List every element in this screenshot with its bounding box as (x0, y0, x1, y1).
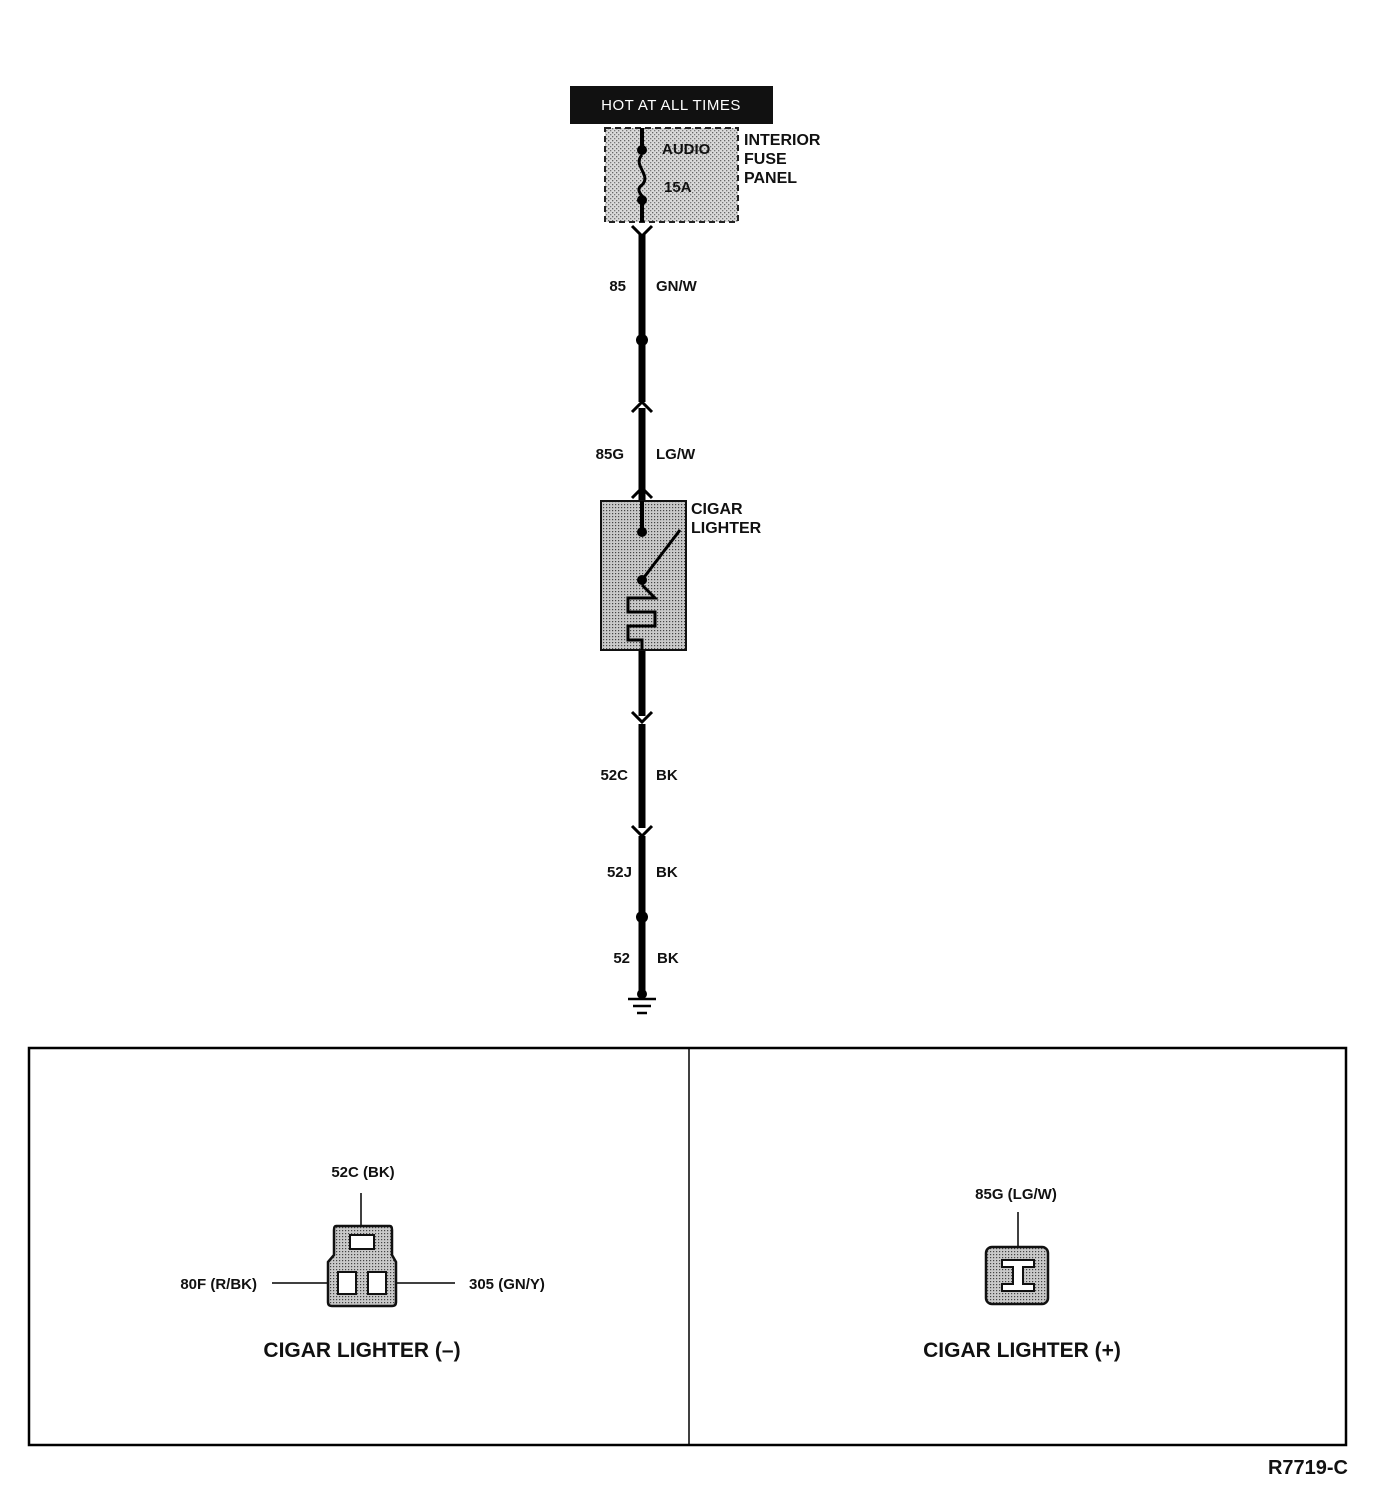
wire-color: BK (656, 864, 678, 881)
wire-color: LG/W (656, 446, 696, 463)
connector-views-panel (27, 1046, 1348, 1447)
fuse-icon (637, 128, 647, 222)
wire-circuit: 52C (600, 767, 628, 784)
svg-text:PANEL: PANEL (744, 170, 797, 187)
svg-text:FUSE: FUSE (744, 151, 787, 168)
connector-view-negative: 52C (BK) 80F (R/BK) 305 (GN/Y) CIGAR LIG… (180, 1164, 545, 1362)
connector-icon (630, 224, 654, 839)
fuse-name: AUDIO (662, 141, 711, 158)
svg-text:LIGHTER: LIGHTER (691, 520, 762, 537)
pin-label-left: 80F (R/BK) (180, 1276, 257, 1293)
wire-color: GN/W (656, 278, 698, 295)
connector-title: CIGAR LIGHTER (+) (923, 1339, 1121, 1362)
figure-id: R7719-C (1268, 1457, 1348, 1479)
svg-text:HOT AT ALL TIMES: HOT AT ALL TIMES (601, 97, 741, 114)
ground-icon (628, 989, 656, 1015)
heating-element-icon (626, 583, 659, 650)
svg-text:CIGAR: CIGAR (691, 501, 743, 518)
connector-title: CIGAR LIGHTER (–) (263, 1339, 460, 1362)
switch-icon (637, 501, 682, 585)
cigar-lighter-component (600, 500, 687, 651)
connector-view-positive: 85G (LG/W) CIGAR LIGHTER (+) (923, 1186, 1121, 1362)
pin-label-right: 305 (GN/Y) (469, 1276, 545, 1293)
wire-color: BK (657, 950, 679, 967)
fuse-panel-label: INTERIOR FUSE PANEL (744, 132, 821, 187)
connector-icon (984, 1245, 1050, 1306)
wire-color: BK (656, 767, 678, 784)
fuse-rating: 15A (664, 179, 692, 196)
splice-icon (636, 334, 648, 346)
hot-at-all-times-banner: HOT AT ALL TIMES (570, 86, 773, 124)
wire-circuit: 85G (596, 446, 624, 463)
wire-circuit: 52 (613, 950, 630, 967)
splice-icon (636, 911, 648, 923)
wire-circuit: 52J (607, 864, 632, 881)
interior-fuse-panel: AUDIO 15A (604, 127, 739, 223)
svg-text:INTERIOR: INTERIOR (744, 132, 821, 149)
wire-labels: 85 GN/W 85G LG/W 52C BK 52J BK 52 BK (596, 278, 698, 967)
connector-icon (326, 1224, 398, 1308)
pin-label-top: 85G (LG/W) (975, 1186, 1057, 1203)
pin-label-top: 52C (BK) (331, 1164, 394, 1181)
wire-circuit: 85 (609, 278, 626, 295)
cigar-lighter-label: CIGAR LIGHTER (691, 501, 762, 537)
